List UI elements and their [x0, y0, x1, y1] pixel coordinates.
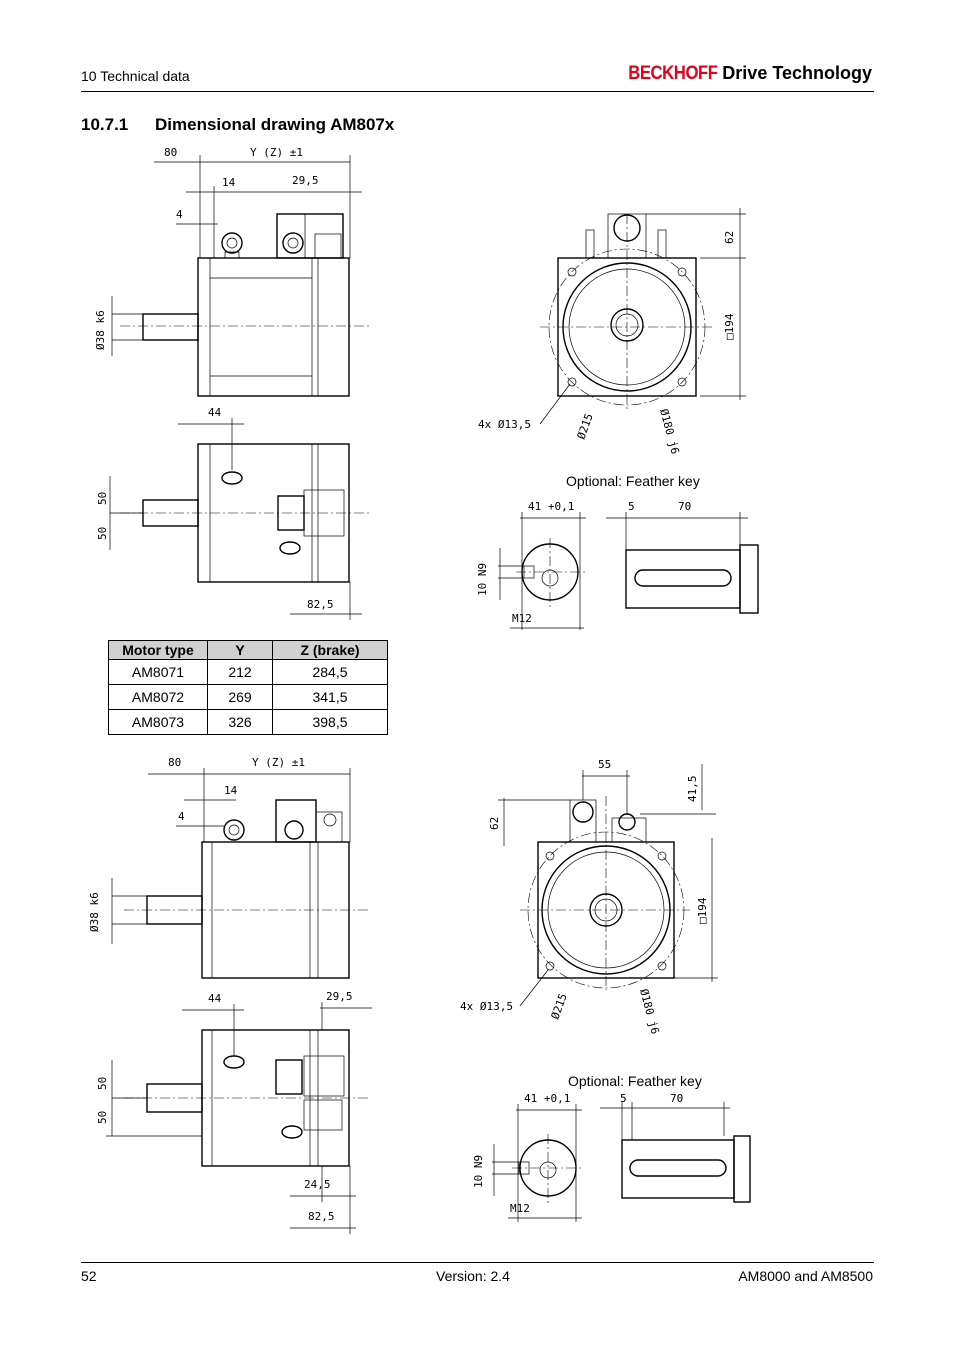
table-header: Motor type — [108, 640, 208, 660]
fk2-m12: M12 — [510, 1202, 530, 1215]
dim2-holes: 4x Ø13,5 — [460, 1000, 513, 1013]
dim-215: Ø215 — [575, 412, 596, 441]
dim-80: 80 — [164, 146, 177, 159]
table-cell: 341,5 — [272, 684, 388, 710]
dim-180: Ø180 j6 — [657, 407, 682, 455]
product-name: AM8000 and AM8500 — [738, 1268, 873, 1284]
table-cell: 398,5 — [272, 709, 388, 735]
section-title: Dimensional drawing AM807x — [155, 115, 395, 134]
dim2-180: Ø180 j6 — [637, 987, 662, 1035]
dim-62: 62 — [723, 231, 736, 244]
feather-key-caption-1: Optional: Feather key — [566, 473, 700, 489]
table-row: AM8071 212 284,5 — [108, 659, 388, 685]
dim2-82-5: 82,5 — [308, 1210, 335, 1223]
side-view-2: 80 Y (Z) ±1 14 4 Ø38 k6 — [88, 756, 370, 979]
dim2-shaft: Ø38 k6 — [88, 892, 101, 932]
top-view-1: 44 50 50 82,5 — [96, 406, 372, 620]
dim-14: 14 — [222, 176, 236, 189]
footer-rule — [81, 1262, 874, 1263]
header-section: 10 Technical data — [81, 68, 190, 84]
table-header: Z (brake) — [272, 640, 388, 660]
dim2-80: 80 — [168, 756, 181, 769]
dim-44: 44 — [208, 406, 222, 419]
table-cell: AM8071 — [108, 659, 208, 685]
dim-82-5: 82,5 — [307, 598, 334, 611]
fk2-41: 41 +0,1 — [524, 1092, 570, 1105]
feather-key-1: 41 +0,1 10 N9 M12 5 70 — [476, 500, 759, 630]
table-cell: AM8073 — [108, 709, 208, 735]
dim-29-5: 29,5 — [292, 174, 319, 187]
dim2-yz: Y (Z) ±1 — [252, 756, 305, 769]
side-view-1: 80 Y (Z) ±1 14 29,5 4 Ø38 k6 — [94, 146, 372, 397]
dim-50a: 50 — [96, 492, 109, 505]
table-header-row: Motor type Y Z (brake) — [108, 640, 388, 660]
dim-yz: Y (Z) ±1 — [250, 146, 303, 159]
front-view-1: 62 □194 4x Ø13,5 Ø215 Ø180 j6 — [478, 208, 746, 456]
fk2-70: 70 — [670, 1092, 683, 1105]
motor-table: Motor type Y Z (brake) AM8071 212 284,5 … — [108, 640, 388, 735]
header-rule — [81, 91, 874, 92]
top-view-2: 44 29,5 50 50 24,5 82,5 — [96, 990, 372, 1234]
dim2-29-5: 29,5 — [326, 990, 353, 1003]
page-title: 10.7.1 Dimensional drawing AM807x — [81, 115, 394, 135]
dim2-50a: 50 — [96, 1077, 109, 1090]
brand: BECKHOFF Drive Technology — [616, 63, 872, 85]
dim2-24-5: 24,5 — [304, 1178, 331, 1191]
table-cell: 212 — [207, 659, 273, 685]
dim-holes: 4x Ø13,5 — [478, 418, 531, 431]
dim2-44: 44 — [208, 992, 222, 1005]
table-header: Y — [207, 640, 273, 660]
version: Version: 2.4 — [436, 1268, 510, 1284]
front-view-2: 55 41,5 62 □194 4x Ø13,5 Ø215 Ø180 j6 — [460, 758, 718, 1036]
dim-sq194: □194 — [723, 313, 736, 340]
beckhoff-logo: BECKHOFF — [627, 63, 718, 84]
dim-4: 4 — [176, 208, 183, 221]
fk2-5: 5 — [620, 1092, 627, 1105]
table-cell: 284,5 — [272, 659, 388, 685]
feather-key-2: 41 +0,1 10 N9 M12 5 70 — [472, 1092, 751, 1222]
dim-shaft: Ø38 k6 — [94, 310, 107, 350]
dim2-sq194: □194 — [696, 897, 709, 924]
dim2-62: 62 — [488, 817, 501, 830]
table-cell: AM8072 — [108, 684, 208, 710]
dim-50b: 50 — [96, 527, 109, 540]
fk1-m12: M12 — [512, 612, 532, 625]
table-cell: 269 — [207, 684, 273, 710]
dim2-14: 14 — [224, 784, 238, 797]
table-row: AM8073 326 398,5 — [108, 709, 388, 735]
fk1-70: 70 — [678, 500, 691, 513]
dim2-41-5: 41,5 — [686, 776, 699, 803]
dim2-4: 4 — [178, 810, 185, 823]
fk2-n9: 10 N9 — [472, 1155, 485, 1188]
page-number: 52 — [81, 1268, 97, 1284]
section-number: 10.7.1 — [81, 115, 129, 134]
dim2-55: 55 — [598, 758, 611, 771]
table-row: AM8072 269 341,5 — [108, 684, 388, 710]
fk1-41: 41 +0,1 — [528, 500, 574, 513]
brand-suffix: Drive Technology — [722, 63, 872, 83]
table-cell: 326 — [207, 709, 273, 735]
fk1-5: 5 — [628, 500, 635, 513]
feather-key-caption-2: Optional: Feather key — [568, 1073, 702, 1089]
dim2-50b: 50 — [96, 1111, 109, 1124]
fk1-n9: 10 N9 — [476, 563, 489, 596]
dim2-215: Ø215 — [549, 992, 570, 1021]
